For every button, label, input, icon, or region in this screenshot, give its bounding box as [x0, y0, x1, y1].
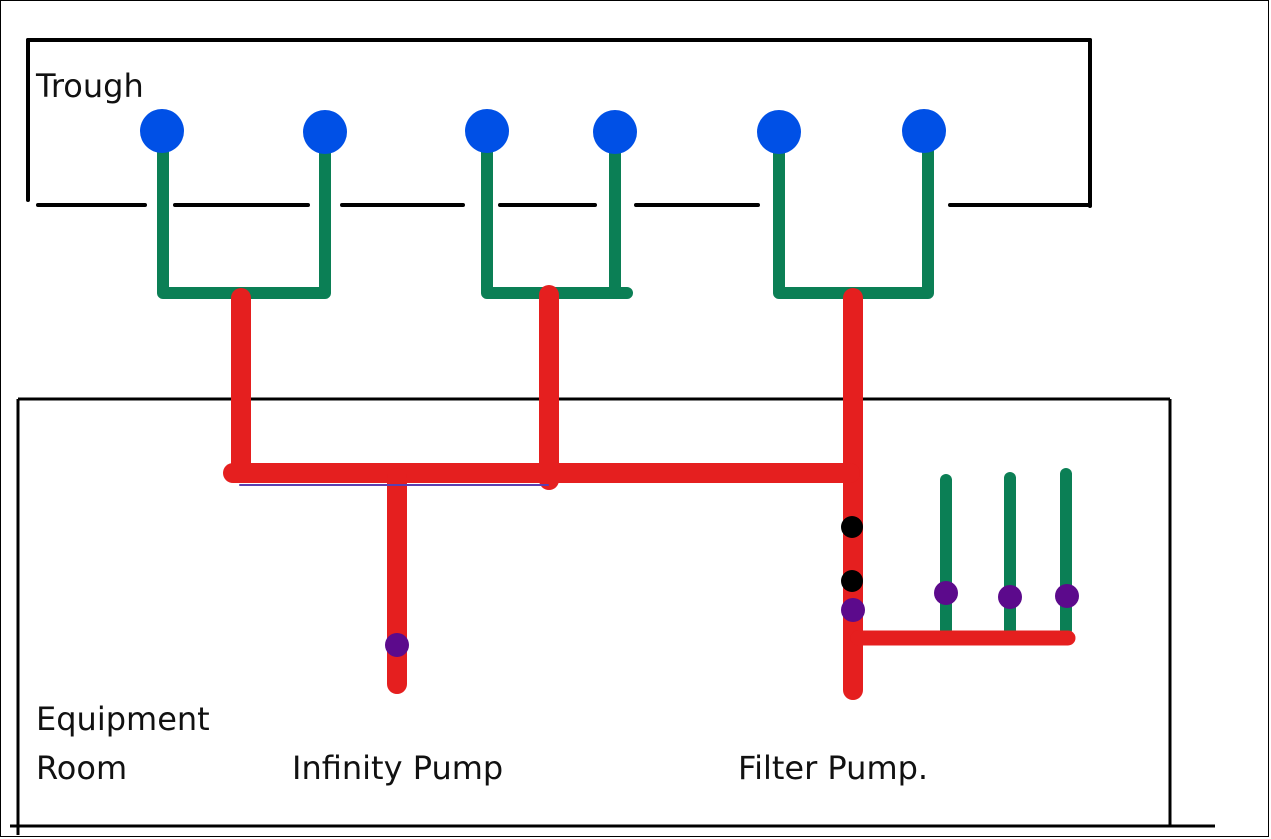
- manifold-right: [773, 129, 934, 299]
- nozzles: [140, 109, 946, 154]
- equipment-room-label-line2: Room: [36, 749, 127, 787]
- equipment-room-outline: [10, 397, 1215, 835]
- nozzle-circle: [303, 110, 347, 154]
- valve-black: [841, 516, 863, 538]
- nozzle-circle: [757, 110, 801, 154]
- valve-purple: [385, 633, 409, 657]
- green-manifolds: [157, 129, 1072, 638]
- filter-pump-label: Filter Pump.: [738, 749, 928, 787]
- manifold-middle: [481, 136, 633, 299]
- valve-purple: [998, 585, 1022, 609]
- nozzle-circle: [593, 110, 637, 154]
- valve-purple: [841, 598, 865, 622]
- trough-outline: [26, 38, 1092, 208]
- nozzle-circle: [465, 109, 509, 153]
- manifold-left: [157, 132, 331, 299]
- equipment-room-label-line1: Equipment: [36, 700, 210, 738]
- trough-label: Trough: [35, 67, 144, 105]
- valve-purple: [1055, 584, 1079, 608]
- nozzle-circle: [140, 109, 184, 153]
- valve-purple: [934, 581, 958, 605]
- nozzle-circle: [902, 109, 946, 153]
- infinity-pump-label: Infinity Pump: [292, 749, 503, 787]
- valve-black: [841, 570, 863, 592]
- valves: [385, 516, 1079, 657]
